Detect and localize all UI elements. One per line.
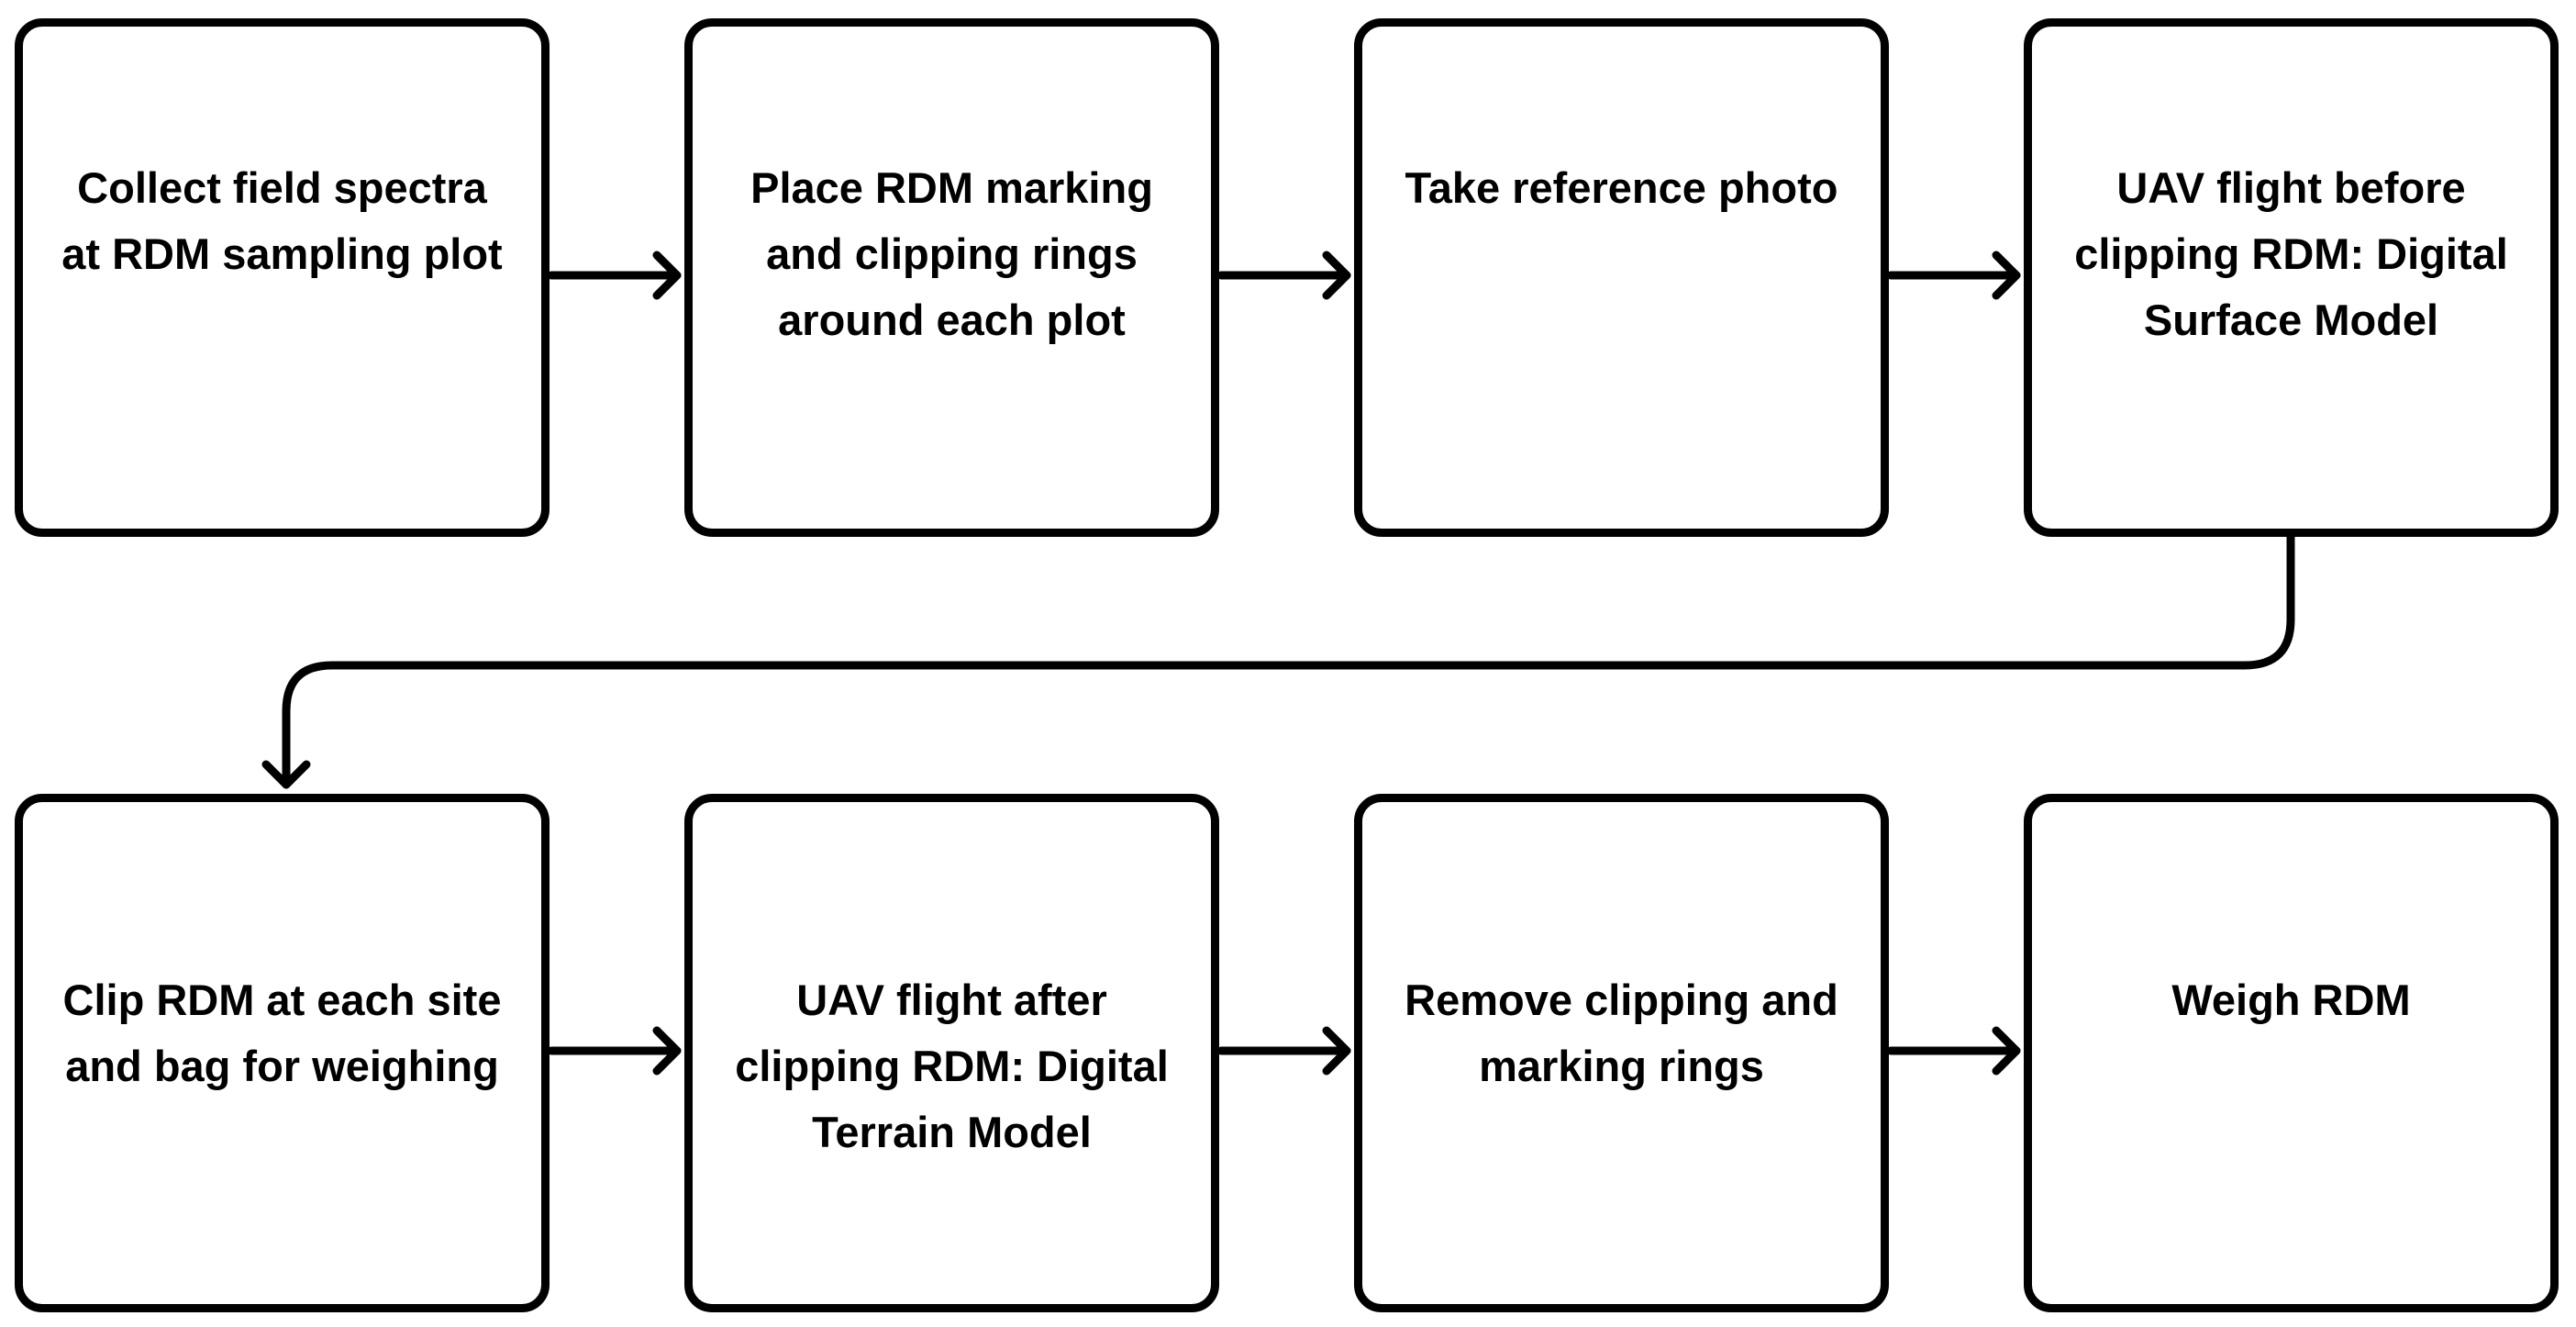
step-3-box: Take reference photo [1354, 18, 1889, 537]
step-1-label: Collect field spectra at RDM sampling pl… [61, 163, 503, 278]
arrow-step-3-to-4 [1886, 251, 2021, 300]
step-8-label: Weigh RDM [2171, 976, 2411, 1024]
arrow-step-4-to-5 [261, 532, 2295, 789]
step-7-box: Remove clipping and marking rings [1354, 794, 1889, 1312]
arrow-step-2-to-3 [1216, 251, 1351, 300]
step-4-box: UAV flight before clipping RDM: Digital … [2024, 18, 2559, 537]
arrow-step-7-to-8 [1886, 1026, 2021, 1076]
step-6-box: UAV flight after clipping RDM: Digital T… [684, 794, 1219, 1312]
arrow-step-6-to-7 [1216, 1026, 1351, 1076]
step-2-box: Place RDM marking and clipping rings aro… [684, 18, 1219, 537]
step-7-label: Remove clipping and marking rings [1405, 976, 1838, 1090]
arrow-step-1-to-2 [547, 251, 682, 300]
step-8-box: Weigh RDM [2024, 794, 2559, 1312]
step-1-box: Collect field spectra at RDM sampling pl… [15, 18, 550, 537]
step-5-box: Clip RDM at each site and bag for weighi… [15, 794, 550, 1312]
step-2-label: Place RDM marking and clipping rings aro… [750, 163, 1153, 344]
step-5-label: Clip RDM at each site and bag for weighi… [62, 976, 502, 1090]
step-6-label: UAV flight after clipping RDM: Digital T… [735, 976, 1169, 1156]
step-3-label: Take reference photo [1405, 163, 1838, 212]
step-4-label: UAV flight before clipping RDM: Digital … [2074, 163, 2508, 344]
arrow-step-5-to-6 [547, 1026, 682, 1076]
